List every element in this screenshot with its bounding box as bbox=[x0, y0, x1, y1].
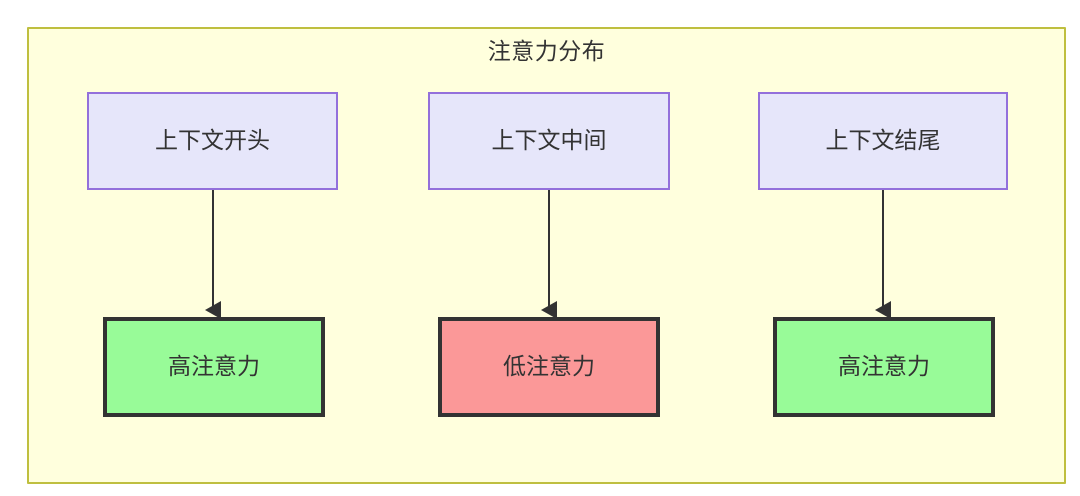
node-context-middle-label: 上下文中间 bbox=[491, 128, 607, 154]
node-attention-high-start-label: 高注意力 bbox=[168, 354, 260, 380]
node-attention-high-end[interactable]: 高注意力 bbox=[773, 317, 995, 417]
node-attention-low-middle-label: 低注意力 bbox=[503, 354, 595, 380]
node-attention-high-start[interactable]: 高注意力 bbox=[103, 317, 325, 417]
node-context-end[interactable]: 上下文结尾 bbox=[758, 92, 1008, 190]
node-attention-low-middle[interactable]: 低注意力 bbox=[438, 317, 660, 417]
diagram-title: 注意力分布 bbox=[487, 39, 606, 65]
node-context-start[interactable]: 上下文开头 bbox=[87, 92, 338, 190]
node-attention-high-end-label: 高注意力 bbox=[838, 354, 930, 380]
node-context-start-label: 上下文开头 bbox=[155, 128, 270, 154]
node-context-middle[interactable]: 上下文中间 bbox=[428, 92, 670, 190]
node-context-end-label: 上下文结尾 bbox=[825, 128, 941, 154]
